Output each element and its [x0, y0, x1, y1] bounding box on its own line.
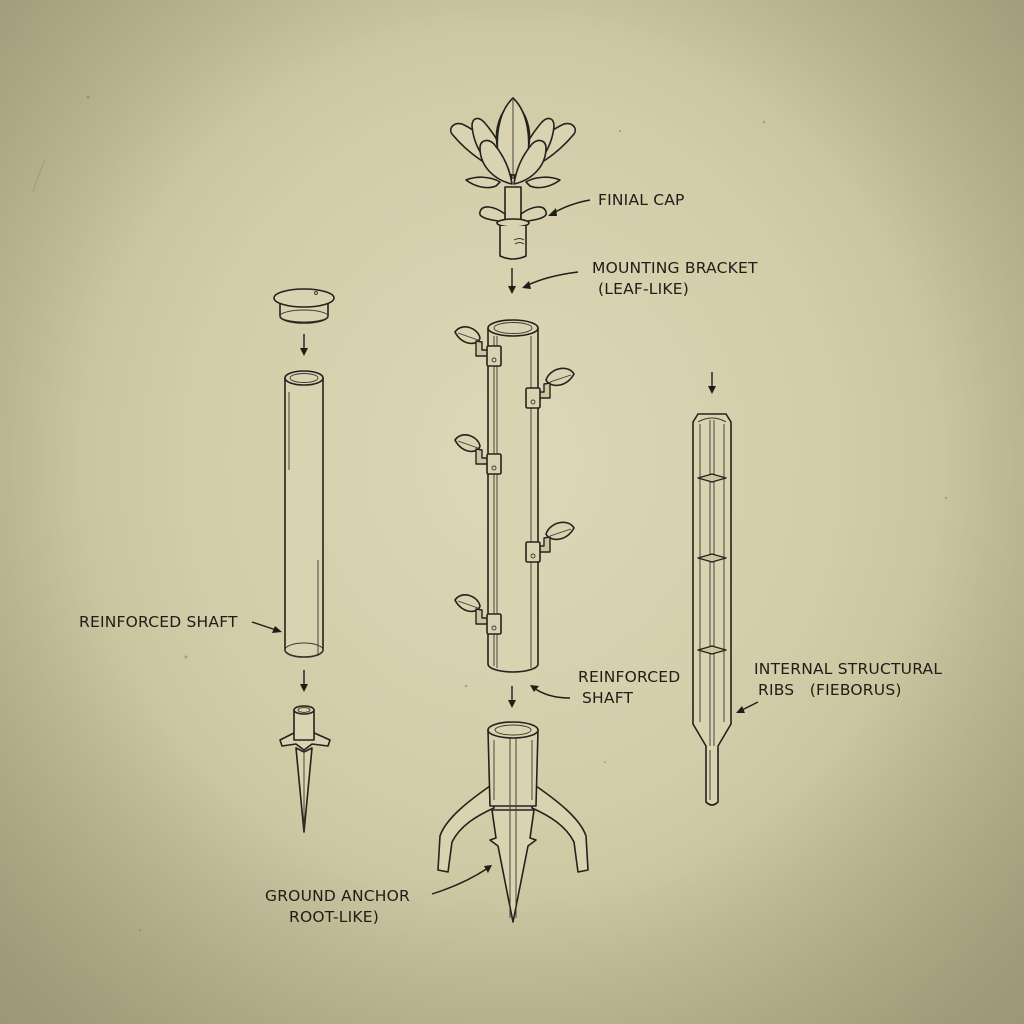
assembly-arrow-finial — [508, 268, 516, 294]
leader-arrows — [251, 199, 759, 895]
assembly-arrow-rib-core — [708, 372, 716, 394]
leaf-bracket — [454, 326, 502, 367]
leaf-bracket — [454, 594, 502, 635]
end-cap-illustration — [273, 288, 335, 324]
label-mounting-bracket: MOUNTING BRACKET (LEAF-LIKE) — [592, 259, 758, 298]
leaf-bracket — [525, 521, 575, 563]
assembly-arrow-left-shaft — [300, 670, 308, 692]
left-shaft-illustration — [284, 370, 324, 658]
leaf-bracket — [525, 367, 575, 409]
ground-spike-illustration — [279, 705, 331, 833]
leaf-bracket — [454, 434, 502, 475]
assembly-arrow-shaft — [508, 686, 516, 708]
ground-anchor-illustration — [437, 721, 589, 923]
assembly-arrow-endcap — [300, 334, 308, 356]
label-internal-ribs: INTERNAL STRUCTURAL RIBS (FIEBORUS) — [754, 660, 943, 699]
label-reinforced-shaft-left: REINFORCED SHAFT — [79, 613, 238, 631]
label-finial-cap: FINIAL CAP — [598, 191, 685, 209]
paper-specks — [32, 95, 948, 931]
rib-core-illustration — [692, 413, 732, 806]
finial-cap-illustration — [449, 97, 577, 260]
label-ground-anchor: GROUND ANCHOR ROOT-LIKE) — [265, 887, 411, 926]
label-reinforced-shaft-center: REINFORCED SHAFT — [578, 668, 681, 707]
